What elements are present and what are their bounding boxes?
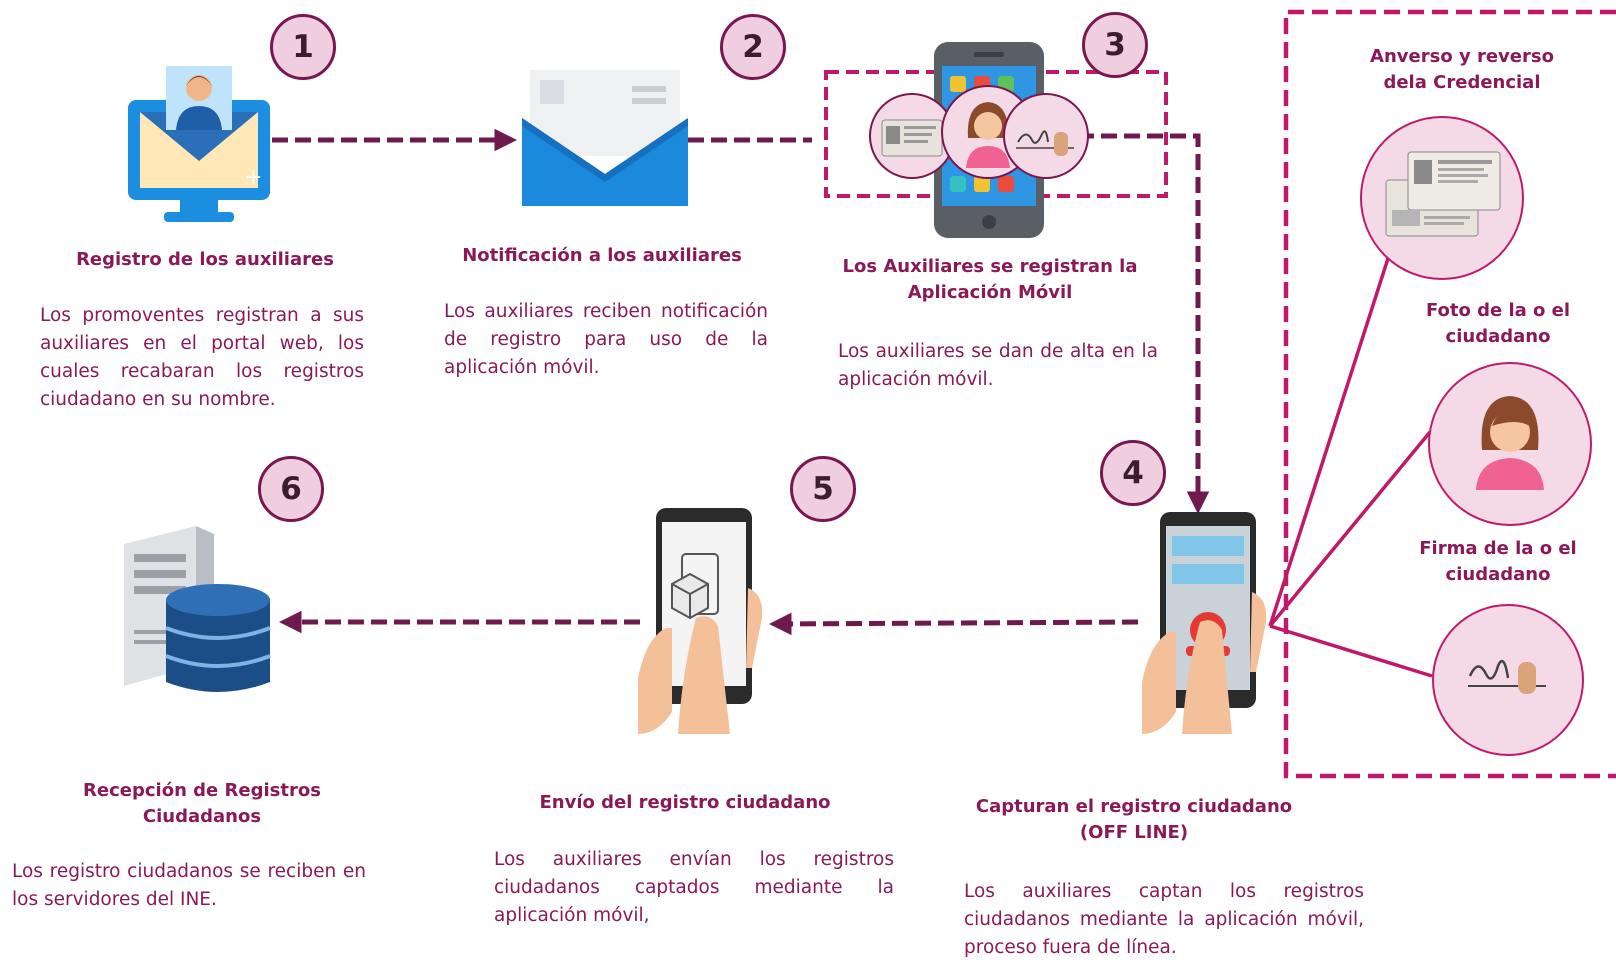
step-4-title: Capturan el registro ciudadano (OFF LINE… <box>975 796 1293 843</box>
step-5-title: Envío del registro ciudadano <box>539 792 831 813</box>
capture-panel-dashed-frame <box>1283 9 1616 779</box>
step-1-title: Registro de los auxiliares <box>76 249 334 270</box>
step-2-title: Notificación a los auxiliares <box>462 245 742 266</box>
step-6-number-badge: 6 <box>258 456 324 522</box>
signature-circle <box>1432 604 1584 756</box>
credential-thumb-icon <box>869 93 955 179</box>
hand-phone-send-icon <box>638 508 763 734</box>
svg-text:+: + <box>244 165 262 190</box>
step-2-description: Los auxiliares reciben notificación de r… <box>444 301 768 378</box>
arrow-3-to-4 <box>1078 133 1210 514</box>
step-1-number-badge: 1 <box>270 14 336 80</box>
step-1-description: Los promoventes registran a sus auxiliar… <box>40 305 364 410</box>
signature-label: Firma de la o el ciudadano <box>1419 538 1577 585</box>
citizen-photo-icon <box>1476 396 1544 490</box>
step-5-description: Los auxiliares envían los registros ciud… <box>494 849 894 926</box>
signature-thumb-icon <box>1003 93 1089 179</box>
link-to-credential <box>1268 245 1394 627</box>
link-to-signature <box>1269 624 1433 678</box>
step-5-number-badge: 5 <box>790 456 856 522</box>
step-4-description: Los auxiliares captan los registros ciud… <box>964 881 1364 958</box>
step-2-number-badge: 2 <box>720 14 786 80</box>
step-4-number-badge: 4 <box>1100 440 1166 506</box>
step-6-description: Los registro ciudadanos se reciben en lo… <box>12 861 366 910</box>
envelope-icon <box>522 70 688 206</box>
id-card-icon <box>1385 151 1501 237</box>
server-database-icon <box>124 526 271 692</box>
step-6-title: Recepción de Registros Ciudadanos <box>83 780 321 827</box>
photo-label: Foto de la o el ciudadano <box>1425 300 1571 347</box>
step-3-number-badge: 3 <box>1082 12 1148 78</box>
hand-phone-capture-icon <box>1142 512 1267 734</box>
link-to-photo <box>1268 430 1432 628</box>
step-3-description: Los auxiliares se dan de alta en la apli… <box>838 341 1158 390</box>
credential-label: Anverso y reverso dela Credencial <box>1370 46 1554 93</box>
monitor-envelope-user-icon: + <box>128 66 270 222</box>
step-3-title: Los Auxiliares se registran la Aplicació… <box>842 256 1138 303</box>
signature-icon <box>1468 659 1546 694</box>
arrow-4-to-5 <box>769 612 1139 636</box>
